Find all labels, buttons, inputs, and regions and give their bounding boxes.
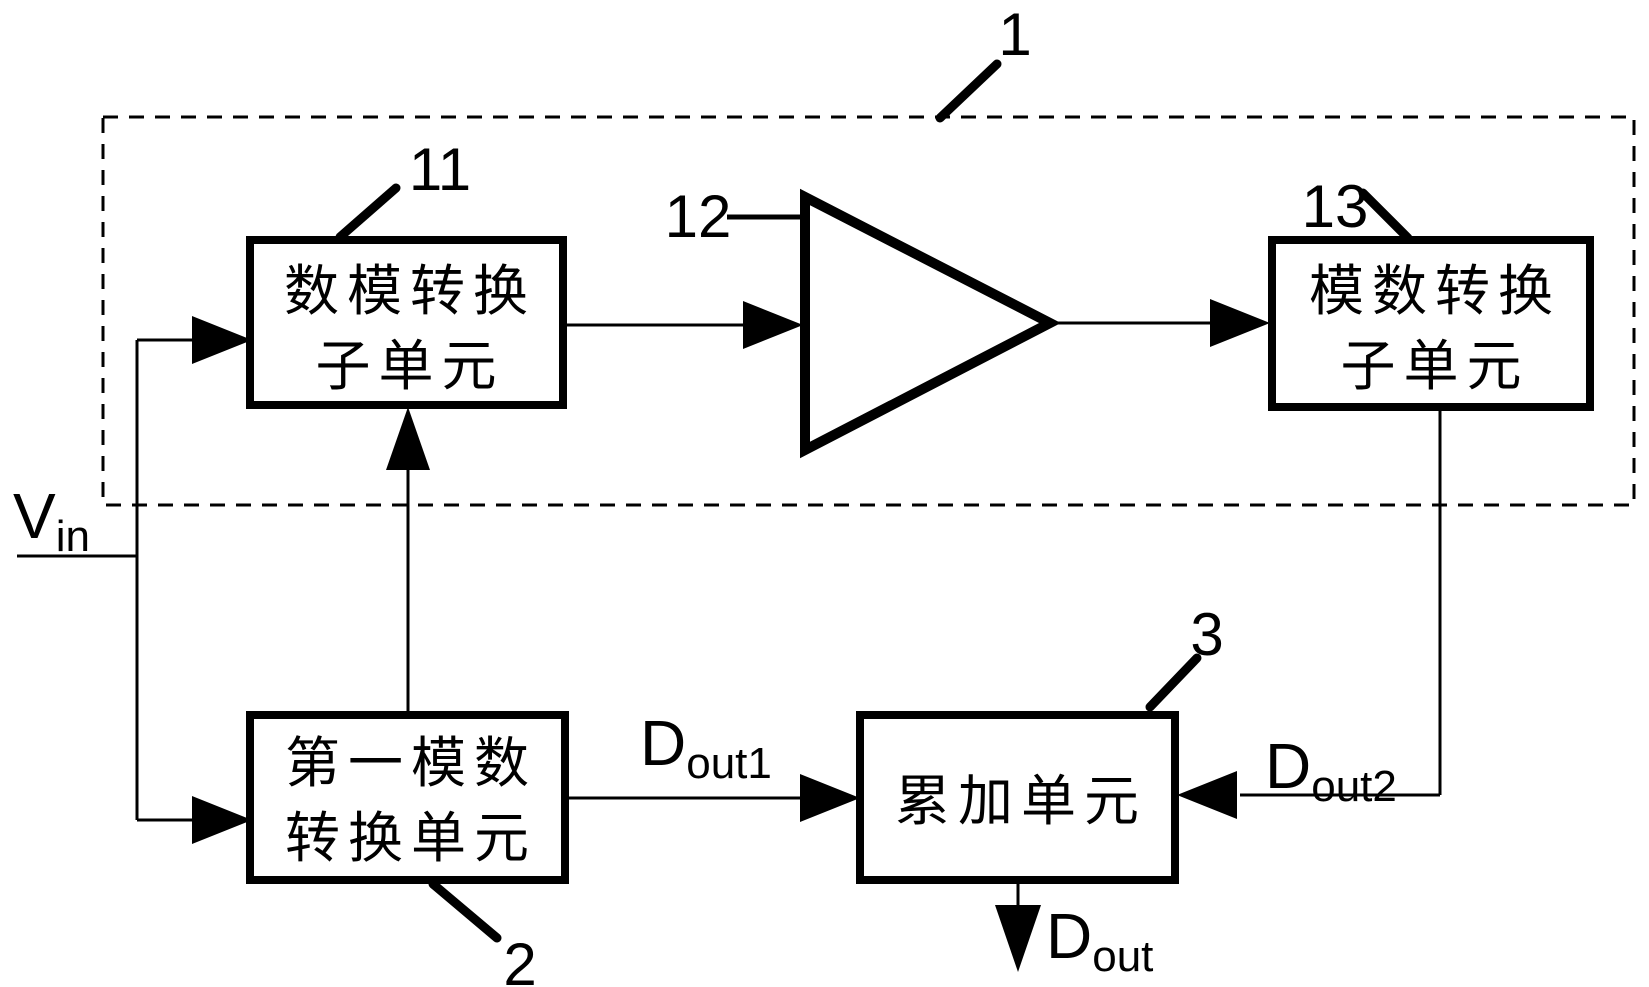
vin-subscript: in: [56, 512, 90, 561]
dout-subscript: out: [1092, 932, 1153, 981]
dout1-subscript: out1: [686, 739, 772, 788]
accumulator-unit-block: [856, 711, 1179, 884]
arrowhead-into-accumulator-right: [1177, 771, 1237, 819]
dout-label: Dout: [1046, 900, 1153, 981]
dac-sub-unit-label-line2: 子单元: [315, 334, 504, 398]
adc-sub-unit-label-line2: 子单元: [1340, 334, 1529, 398]
arrowhead-up-into-dac: [386, 407, 430, 470]
ref-12-label: 12: [665, 183, 732, 250]
ref-2-label: 2: [503, 931, 536, 987]
ref-13-label: 13: [1302, 173, 1369, 240]
first-adc-unit-label-line1: 第一模数: [285, 731, 537, 795]
ref-1-leader-line: [935, 59, 1002, 123]
dout2-label: Dout2: [1265, 730, 1397, 811]
vin-main: V: [13, 480, 56, 552]
ref-11-label: 11: [409, 136, 471, 203]
arrowhead-into-adc: [1210, 299, 1270, 347]
arrowhead-dout: [995, 905, 1041, 972]
adc-sub-unit-block: [1268, 236, 1594, 411]
dout1-label: Dout1: [640, 707, 772, 788]
arrowhead-into-dac: [192, 316, 252, 364]
ref-1-label: 1: [998, 1, 1031, 68]
accumulator-unit-label: 累加单元: [895, 769, 1147, 833]
adc-sub-unit-label-line1: 模数转换: [1309, 259, 1561, 323]
ref-2-leader-line: [428, 879, 502, 943]
ref-3-leader-line: [1145, 653, 1202, 712]
arrowhead-into-amplifier: [743, 301, 803, 349]
amplifier-triangle: [800, 188, 1061, 459]
dout2-main: D: [1265, 730, 1311, 802]
ref-3-label: 3: [1190, 601, 1223, 668]
arrowhead-into-accumulator-left: [800, 774, 860, 822]
dout-main: D: [1046, 900, 1092, 972]
unit-1-dashed-boundary: [101, 115, 1636, 507]
vin-label: Vin: [13, 480, 90, 561]
dac-sub-unit-label-line1: 数模转换: [284, 259, 536, 323]
dout2-subscript: out2: [1311, 762, 1397, 811]
dac-sub-unit-block: [246, 236, 567, 409]
arrowhead-into-first-adc: [192, 796, 252, 844]
first-adc-unit-label-line2: 转换单元: [285, 806, 537, 870]
dout1-main: D: [640, 707, 686, 779]
ref-13-leader-line: [1358, 188, 1413, 243]
ref-11-leader-line: [335, 183, 401, 242]
